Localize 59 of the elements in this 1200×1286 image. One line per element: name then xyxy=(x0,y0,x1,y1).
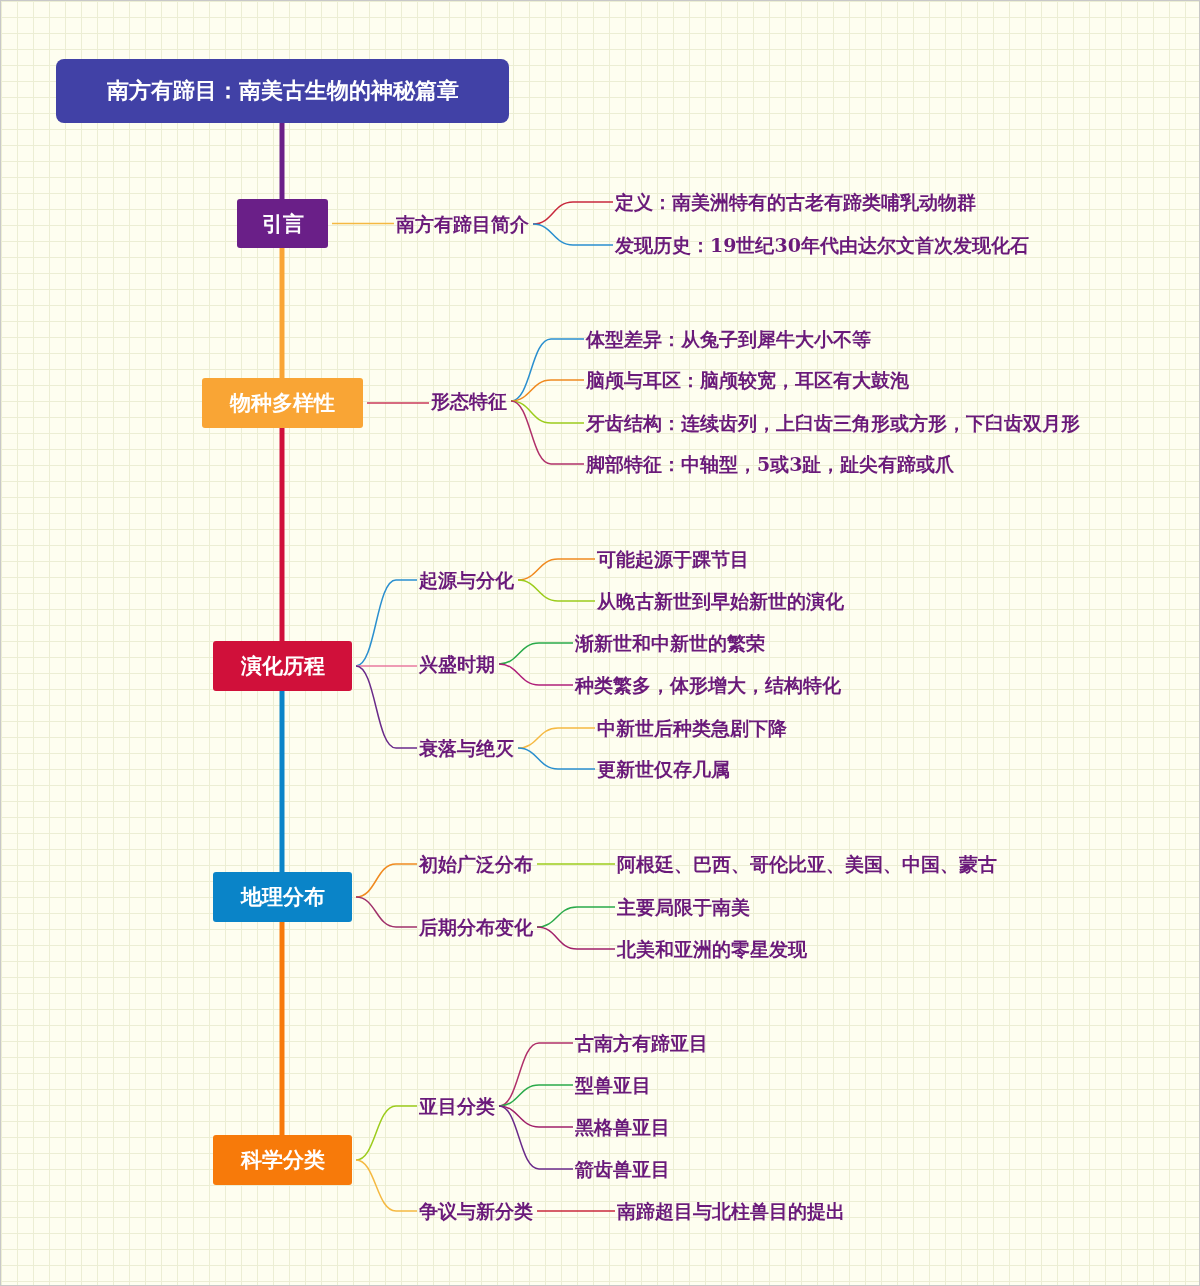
branch-text: 后期分布变化 xyxy=(419,914,533,940)
connector-line xyxy=(517,579,596,602)
branch-text: 亚目分类 xyxy=(419,1093,495,1119)
topic-box: 引言 xyxy=(237,199,328,248)
connector-line xyxy=(366,402,430,404)
connector-line xyxy=(536,863,616,865)
branch-text: 南方有蹄目简介 xyxy=(396,211,529,237)
branch-text: 脚部特征：中轴型，5或3趾，趾尖有蹄或爪 xyxy=(586,451,955,477)
branch-text: 中新世后种类急剧下降 xyxy=(597,715,787,741)
connector-line xyxy=(510,400,585,424)
branch-text: 主要局限于南美 xyxy=(617,894,750,920)
topic-box: 演化历程 xyxy=(213,641,352,691)
branch-text: 定义：南美洲特有的古老有蹄类哺乳动物群 xyxy=(615,189,976,215)
topic-box: 科学分类 xyxy=(213,1135,352,1185)
branch-text: 体型差异：从兔子到犀牛大小不等 xyxy=(586,326,871,352)
topic-box: 地理分布 xyxy=(213,872,352,922)
branch-text: 型兽亚目 xyxy=(575,1072,651,1098)
branch-text: 牙齿结构：连续齿列，上臼齿三角形或方形，下臼齿双月形 xyxy=(586,410,1080,436)
connector-line xyxy=(532,223,614,246)
branch-text: 古南方有蹄亚目 xyxy=(575,1030,708,1056)
branch-text: 初始广泛分布 xyxy=(419,851,533,877)
branch-text: 从晚古新世到早始新世的演化 xyxy=(597,588,844,614)
connector-line xyxy=(536,926,616,950)
branch-text: 发现历史：19世纪30年代由达尔文首次发现化石 xyxy=(615,232,1029,258)
branch-text: 渐新世和中新世的繁荣 xyxy=(575,630,765,656)
connector-line xyxy=(279,691,285,872)
connector-line xyxy=(536,1210,616,1212)
topic-box: 物种多样性 xyxy=(202,378,363,428)
branch-text: 阿根廷、巴西、哥伦比亚、美国、中国、蒙古 xyxy=(617,851,997,877)
connector-line xyxy=(498,1084,574,1107)
branch-text: 箭齿兽亚目 xyxy=(575,1156,670,1182)
connector-line xyxy=(331,222,395,225)
branch-text: 争议与新分类 xyxy=(419,1198,533,1224)
connector-line xyxy=(279,123,285,199)
branch-text: 脑颅与耳区：脑颅较宽，耳区有大鼓泡 xyxy=(586,367,909,393)
connector-line xyxy=(355,665,418,749)
connector-line xyxy=(355,1159,418,1212)
branch-text: 种类繁多，体形增大，结构特化 xyxy=(575,672,841,698)
branch-text: 兴盛时期 xyxy=(419,651,495,677)
branch-text: 更新世仅存几属 xyxy=(597,756,730,782)
branch-text: 南蹄超目与北柱兽目的提出 xyxy=(617,1198,845,1224)
connector-line xyxy=(279,248,285,378)
branch-text: 形态特征 xyxy=(431,388,507,414)
connector-line xyxy=(355,665,418,667)
root-topic-box: 南方有蹄目：南美古生物的神秘篇章 xyxy=(56,59,509,123)
connector-line xyxy=(279,922,285,1135)
branch-text: 黑格兽亚目 xyxy=(575,1114,670,1140)
branch-text: 起源与分化 xyxy=(419,567,514,593)
connector-line xyxy=(498,663,574,686)
branch-text: 可能起源于踝节目 xyxy=(597,546,749,572)
connector-line xyxy=(498,642,574,665)
connector-line xyxy=(279,428,285,641)
branch-text: 衰落与绝灭 xyxy=(419,735,514,761)
branch-text: 北美和亚洲的零星发现 xyxy=(617,936,807,962)
connector-line xyxy=(355,1105,418,1161)
connector-line xyxy=(355,896,418,928)
connector-line xyxy=(510,400,585,465)
connector-line xyxy=(498,1105,574,1170)
connector-line xyxy=(517,747,596,770)
